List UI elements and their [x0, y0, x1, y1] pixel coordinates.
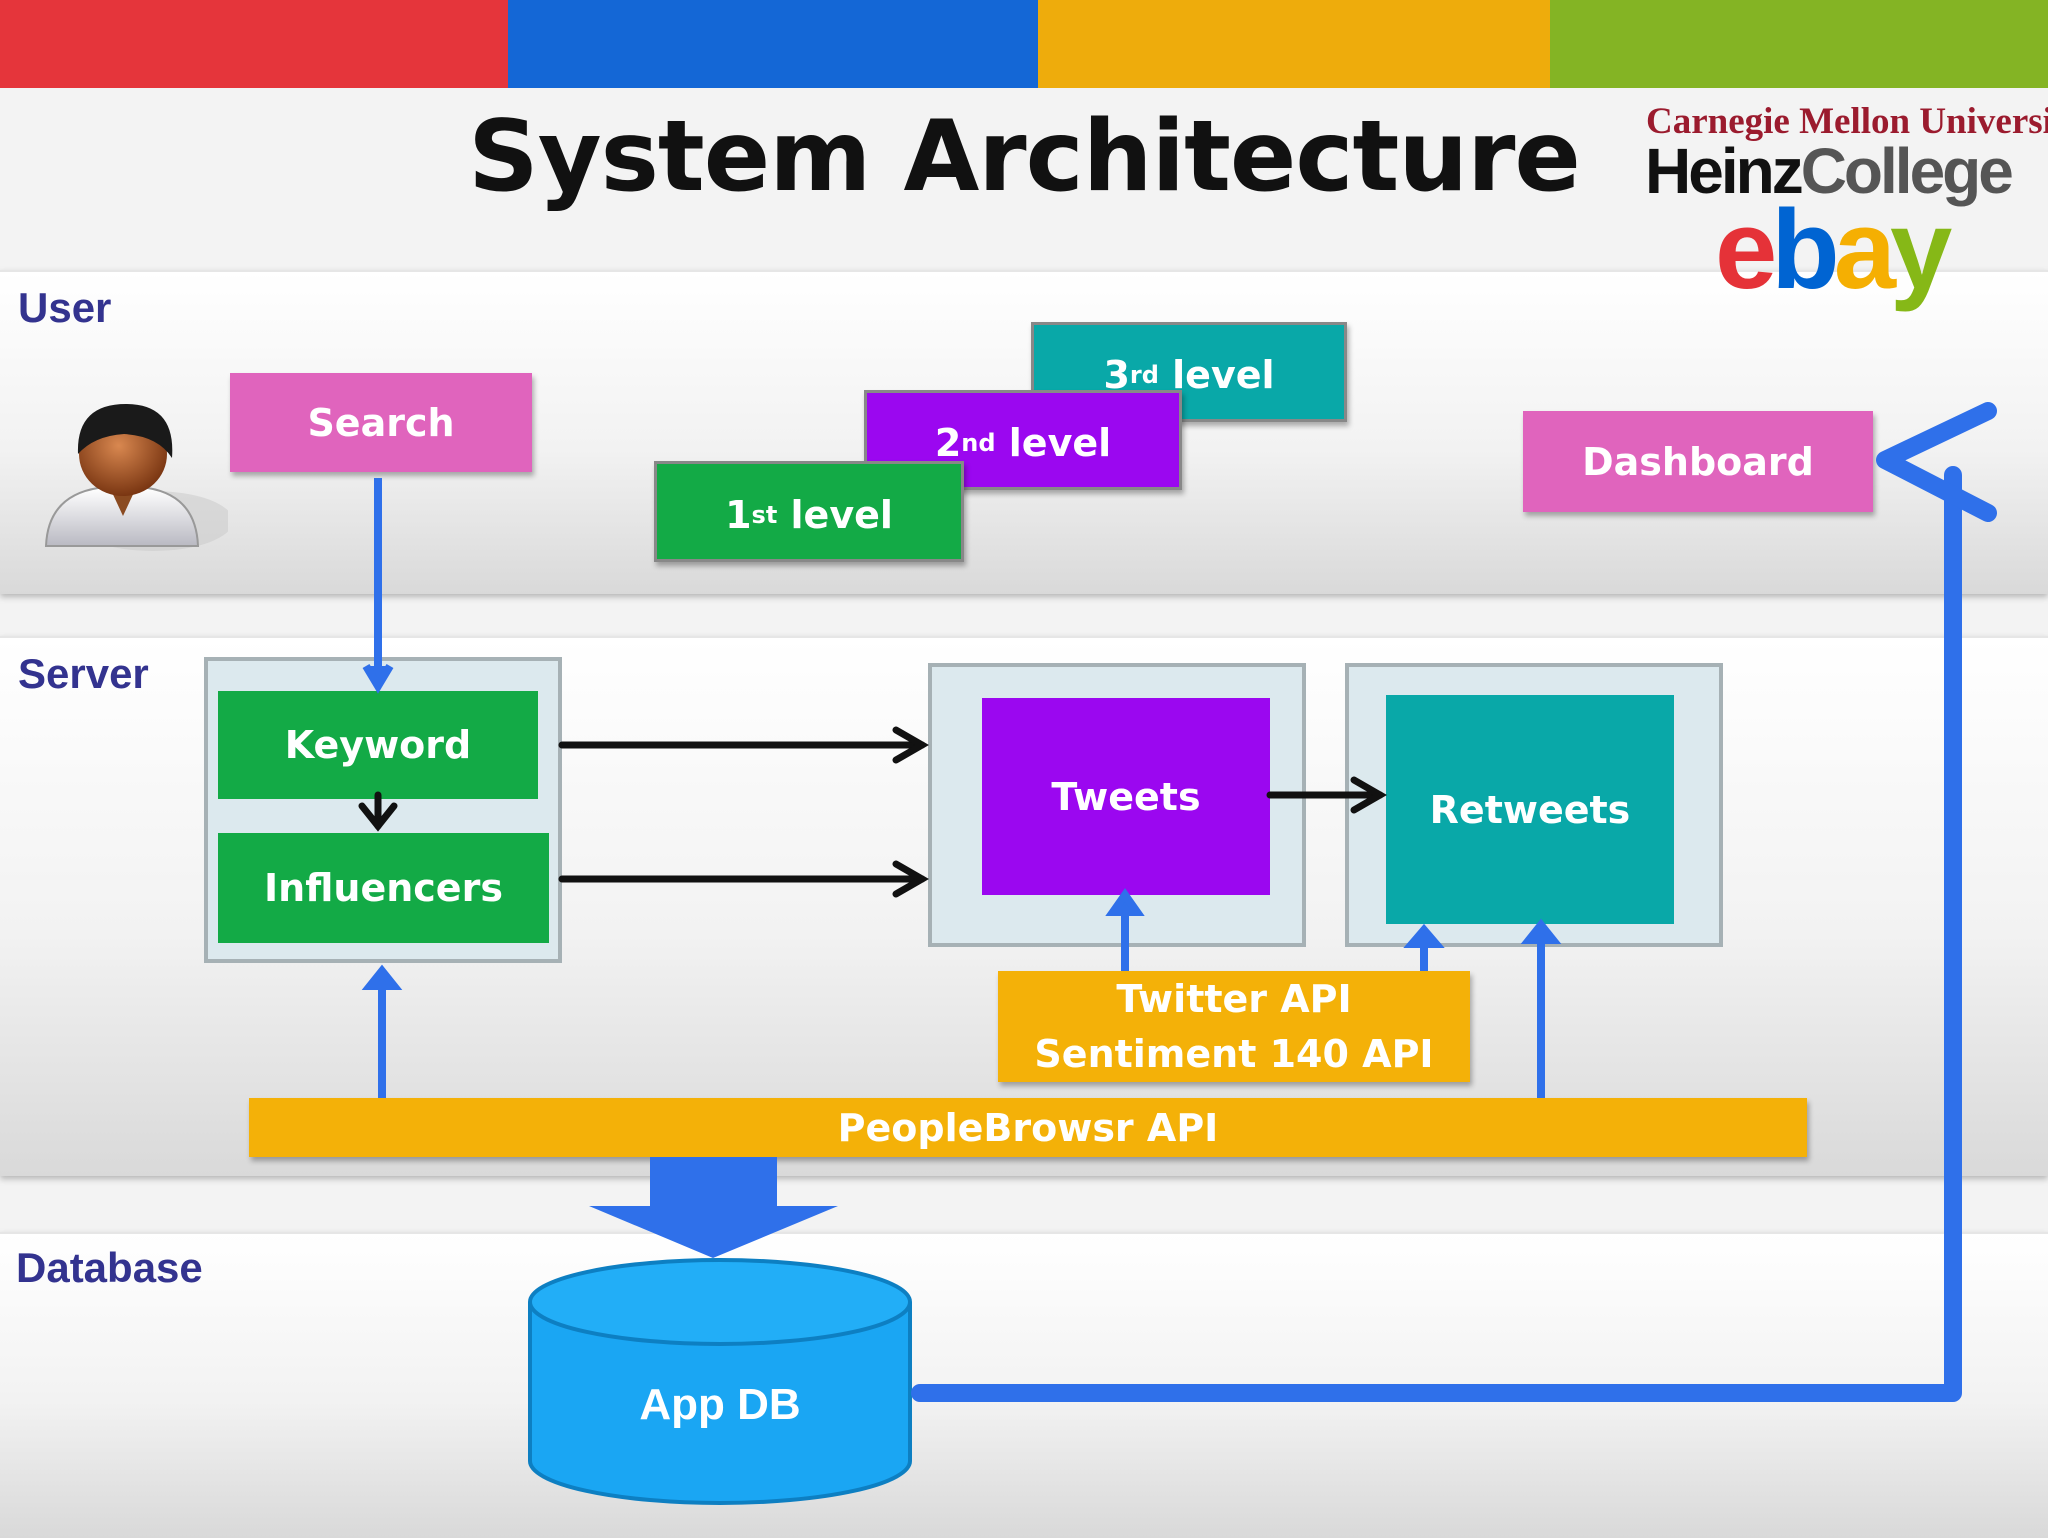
api-to-retweets-arrow	[1403, 923, 1445, 971]
top-color-bar-red	[0, 0, 508, 88]
influencers-box: Influencers	[218, 833, 549, 943]
database-band-label: Database	[16, 1244, 203, 1291]
app-db-cylinder	[528, 1258, 912, 1505]
ebay-logo-b: b	[1771, 187, 1839, 312]
heinz-logo-part1: Heinz	[1645, 135, 1804, 207]
level-3-sup: rd	[1129, 361, 1159, 389]
app-db-label: App DB	[639, 1380, 801, 1429]
peoplebrowsr-api-box: PeopleBrowsr API	[249, 1098, 1807, 1157]
user-avatar-icon	[44, 404, 228, 551]
retweets-box: Retweets	[1386, 695, 1674, 924]
ebay-logo-e: e	[1715, 187, 1777, 312]
user-band-label: User	[18, 284, 112, 331]
influencers-to-tweets-arrow	[558, 860, 930, 898]
tweets-box: Tweets	[982, 698, 1270, 895]
level-1-text: level	[777, 492, 893, 537]
peoplebrowsr-to-db-arrow	[589, 1157, 838, 1258]
api-to-tweets-arrow	[1105, 888, 1145, 971]
top-color-bar-orange	[1038, 0, 1550, 88]
page-title: System Architecture	[468, 100, 1581, 214]
twitter-api-label: Twitter API	[1116, 976, 1352, 1021]
cmu-logo-text: Carnegie Mellon University	[1646, 101, 2048, 142]
keyword-to-tweets-arrow	[558, 726, 930, 764]
top-color-bar-green	[1550, 0, 2048, 88]
search-box: Search	[230, 373, 532, 472]
ebay-logo-a: a	[1833, 187, 1896, 312]
peoplebrowsr-to-retweets-arrow	[1520, 918, 1562, 1098]
keyword-box: Keyword	[218, 691, 538, 799]
heinz-college-logo: HeinzCollege	[1645, 134, 2014, 208]
top-color-bar-blue	[508, 0, 1038, 88]
level-3-num: 3	[1103, 353, 1130, 397]
db-to-dashboard-arrow	[911, 402, 1997, 1402]
twitter-sentiment-api-box: Twitter API Sentiment 140 API	[998, 971, 1470, 1082]
heinz-logo-part2: College	[1800, 135, 2014, 207]
level-2-sup: nd	[961, 429, 996, 457]
level-1-sup: st	[751, 500, 778, 529]
tweets-to-retweets-arrow	[1266, 776, 1388, 814]
ebay-logo: ebay	[1715, 185, 1952, 314]
server-band-label: Server	[18, 650, 149, 697]
sentiment-api-label: Sentiment 140 API	[1034, 1031, 1434, 1076]
level-2-text: level	[995, 421, 1112, 465]
level-2-num: 2	[934, 421, 962, 465]
level-1-num: 1	[725, 492, 752, 537]
ebay-logo-y: y	[1890, 187, 1952, 312]
dashboard-box: Dashboard	[1523, 411, 1873, 512]
level-3-text: level	[1158, 353, 1275, 397]
keyword-to-influencers-arrow	[358, 791, 398, 832]
search-to-keyword-arrow	[362, 478, 394, 694]
peoplebrowsr-to-keyword-arrow	[361, 964, 403, 1098]
